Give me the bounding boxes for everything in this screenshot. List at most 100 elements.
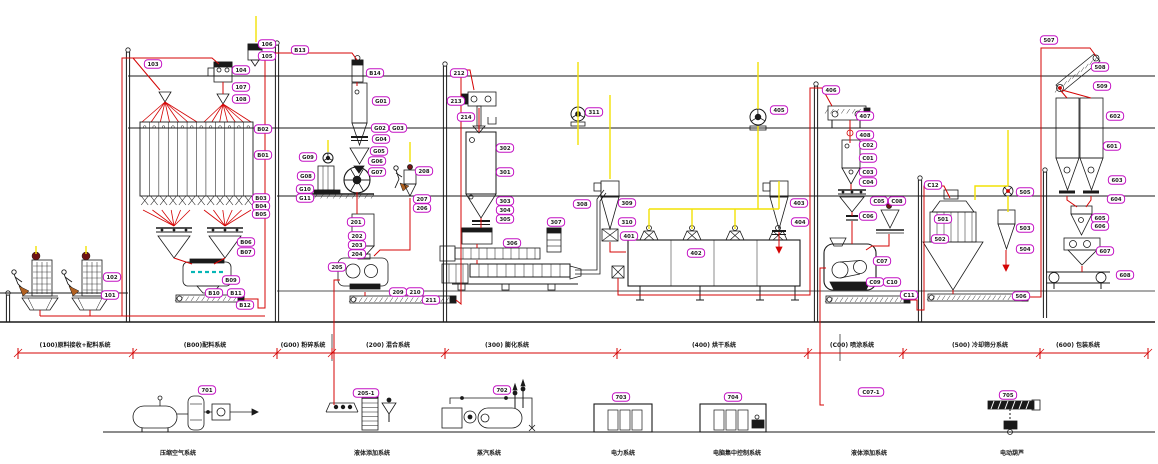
svg-text:105: 105 bbox=[261, 54, 272, 60]
svg-text:213: 213 bbox=[450, 99, 461, 105]
svg-text:211: 211 bbox=[425, 298, 436, 304]
svg-text:G05: G05 bbox=[373, 149, 385, 155]
svg-text:C08: C08 bbox=[891, 199, 903, 205]
equipment-tag-B09: B09 bbox=[221, 275, 241, 285]
equipment-tag-606: 606 bbox=[1090, 221, 1110, 231]
equipment-tag-703: 703 bbox=[611, 392, 631, 402]
svg-text:B12: B12 bbox=[239, 303, 251, 309]
svg-text:108: 108 bbox=[235, 97, 246, 103]
equipment-tag-G05: G05 bbox=[369, 146, 389, 156]
equipment-tag-508: 508 bbox=[1090, 62, 1110, 72]
equipment-tag-108: 108 bbox=[231, 94, 251, 104]
equipment-tag-701: 701 bbox=[197, 385, 217, 395]
equipment-tag-C06: C06 bbox=[858, 211, 878, 221]
equipment-tag-705: 705 bbox=[998, 390, 1018, 400]
svg-text:B13: B13 bbox=[294, 48, 306, 54]
equipment-tag-B05: B05 bbox=[251, 209, 271, 219]
section-dimension-line: (100)原料接收+配料系统(B00)配料系统(G00) 粉碎系统(200) 混… bbox=[13, 341, 1153, 359]
equipment-tag-G06: G06 bbox=[367, 156, 387, 166]
equipment-tag-503: 503 bbox=[1015, 223, 1035, 233]
equipment-tag-G04: G04 bbox=[371, 134, 391, 144]
equipment-tag-307: 307 bbox=[546, 217, 566, 227]
equipment-tag-102: 102 bbox=[102, 272, 122, 282]
svg-text:B06: B06 bbox=[240, 240, 252, 246]
aspiration-pipes-yellow bbox=[35, 16, 1009, 254]
svg-text:B11: B11 bbox=[230, 291, 242, 297]
equipment-tag-B07: B07 bbox=[236, 247, 256, 257]
svg-text:509: 509 bbox=[1096, 84, 1107, 90]
svg-text:505: 505 bbox=[1019, 190, 1030, 196]
equipment-tag-C07: C07 bbox=[872, 256, 892, 266]
svg-text:201: 201 bbox=[350, 220, 361, 226]
svg-text:402: 402 bbox=[690, 251, 701, 257]
svg-text:C09: C09 bbox=[869, 280, 881, 286]
equipment-tag-C04: C04 bbox=[858, 177, 878, 187]
equipment-tag-404: 404 bbox=[790, 217, 810, 227]
svg-text:601: 601 bbox=[1106, 144, 1117, 150]
svg-text:G09: G09 bbox=[302, 155, 314, 161]
svg-text:702: 702 bbox=[496, 388, 507, 394]
equipment-tag-302: 302 bbox=[495, 143, 515, 153]
equipment-tag-202: 202 bbox=[347, 231, 367, 241]
equipment-tag-306: 306 bbox=[502, 238, 522, 248]
svg-text:303: 303 bbox=[499, 199, 510, 205]
svg-text:208: 208 bbox=[418, 169, 429, 175]
svg-text:212: 212 bbox=[453, 71, 464, 77]
equipment-tag-206: 206 bbox=[412, 203, 432, 213]
equipment-tag-201: 201 bbox=[346, 217, 366, 227]
equipment-tag-408: 408 bbox=[855, 130, 875, 140]
equipment-tag-607: 607 bbox=[1095, 246, 1115, 256]
svg-text:C01: C01 bbox=[862, 156, 874, 162]
equipment-tag-G11: G11 bbox=[295, 193, 315, 203]
svg-text:G10: G10 bbox=[299, 187, 311, 193]
utility-label-5: 液体添加系统 bbox=[851, 449, 887, 457]
equipment-tag-608: 608 bbox=[1115, 270, 1135, 280]
equipment-tag-212: 212 bbox=[449, 68, 469, 78]
equipment-tag-B03: B03 bbox=[251, 193, 271, 203]
equipment-tag-C05: C05 bbox=[869, 196, 889, 206]
equipment-tag-C02: C02 bbox=[858, 140, 878, 150]
equipment-tag-203: 203 bbox=[347, 240, 367, 250]
equipment-tag-506: 506 bbox=[1011, 291, 1031, 301]
svg-text:107: 107 bbox=[235, 85, 246, 91]
equipment-tag-B02: B02 bbox=[253, 124, 273, 134]
svg-text:103: 103 bbox=[147, 62, 158, 68]
equipment-tag-106: 106 bbox=[257, 39, 277, 49]
equipment-tag-504: 504 bbox=[1015, 244, 1035, 254]
svg-text:705: 705 bbox=[1002, 393, 1013, 399]
svg-text:701: 701 bbox=[201, 388, 212, 394]
equipment-tag-214: 214 bbox=[456, 112, 476, 122]
svg-text:605: 605 bbox=[1094, 216, 1105, 222]
svg-text:G08: G08 bbox=[300, 174, 312, 180]
equipment-tag-401: 401 bbox=[619, 231, 639, 241]
svg-text:401: 401 bbox=[623, 234, 634, 240]
svg-text:G11: G11 bbox=[299, 196, 311, 202]
equipment-tag-304: 304 bbox=[495, 205, 515, 215]
building-column bbox=[274, 40, 280, 322]
svg-text:104: 104 bbox=[235, 68, 246, 74]
equipment-tag-207: 207 bbox=[412, 194, 432, 204]
equipment-tag-502: 502 bbox=[930, 234, 950, 244]
section-label-4: (300) 膨化系统 bbox=[485, 341, 529, 349]
svg-text:G06: G06 bbox=[371, 159, 383, 165]
svg-text:G04: G04 bbox=[375, 137, 387, 143]
section-label-0: (100)原料接收+配料系统 bbox=[39, 341, 110, 349]
equipment-tag-105: 105 bbox=[257, 51, 277, 61]
equipment-tag-B04: B04 bbox=[251, 201, 271, 211]
equipment-tag-310: 310 bbox=[617, 217, 637, 227]
utility-label-4: 电脑集中控制系统 bbox=[713, 449, 761, 457]
equipment-tag-C03: C03 bbox=[858, 167, 878, 177]
svg-text:504: 504 bbox=[1019, 247, 1030, 253]
utility-label-0: 压缩空气系统 bbox=[160, 449, 196, 457]
svg-text:205-1: 205-1 bbox=[358, 391, 375, 397]
equipment-tag-603: 603 bbox=[1107, 175, 1127, 185]
building-column bbox=[1042, 167, 1048, 318]
svg-text:C11: C11 bbox=[903, 293, 915, 299]
svg-text:305: 305 bbox=[499, 217, 510, 223]
svg-text:205: 205 bbox=[331, 265, 342, 271]
equipment-tag-G01: G01 bbox=[371, 96, 391, 106]
equipment-tag-211: 211 bbox=[421, 295, 441, 305]
svg-text:C12: C12 bbox=[927, 183, 939, 189]
svg-text:301: 301 bbox=[499, 170, 510, 176]
